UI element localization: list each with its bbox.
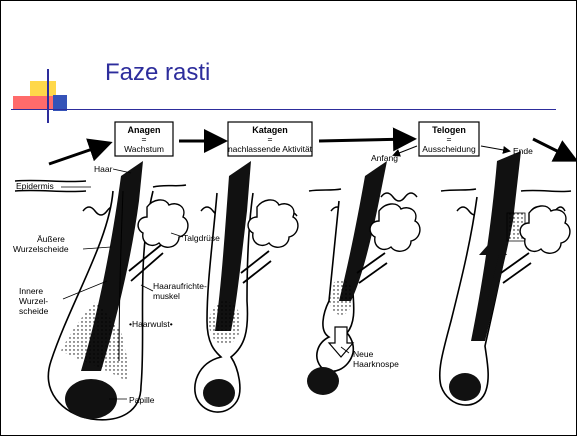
- label-aussere: Äußere: [37, 234, 65, 244]
- label-wurzel: Wurzel-: [19, 296, 48, 306]
- svg-text:=: =: [268, 134, 273, 144]
- arrow-end: [533, 139, 573, 159]
- label-epidermis: Epidermis: [16, 181, 54, 191]
- svg-text:=: =: [447, 134, 452, 144]
- arrow-start: [49, 144, 107, 164]
- phase-box-telogen: Telogen = Ausscheidung: [419, 122, 479, 156]
- phase-telogen-desc: Ausscheidung: [422, 144, 476, 154]
- papille-4: [449, 373, 481, 401]
- phase-katagen-desc: nachlassende Aktivität: [228, 144, 313, 154]
- arrow-ende: [481, 146, 509, 151]
- label-papille: Papille: [129, 395, 155, 405]
- phase-box-anagen: Anagen = Wachstum: [115, 122, 173, 156]
- label-muskel: muskel: [153, 291, 180, 301]
- follicle-katagen: [195, 161, 298, 412]
- label-haarwulst: •Haarwulst•: [129, 319, 173, 329]
- follicle-new-anagen: [440, 151, 570, 405]
- label-haar: Haar: [94, 164, 113, 174]
- label-innere: Innere: [19, 286, 43, 296]
- label-scheide: scheide: [19, 306, 49, 316]
- label-ende: Ende: [513, 146, 533, 156]
- papille-3: [307, 367, 339, 395]
- papille-2: [203, 379, 235, 407]
- phase-anagen-desc: Wachstum: [124, 144, 164, 154]
- label-neue: Neue: [353, 349, 374, 359]
- label-haaraufrichte: Haaraufrichte-: [153, 281, 207, 291]
- label-wurzelscheide: Wurzelscheide: [13, 244, 69, 254]
- label-anfang: Anfang: [371, 153, 398, 163]
- label-talgdruse: Talgdrüse: [183, 233, 220, 243]
- phase-box-katagen: Katagen = nachlassende Aktivität: [228, 122, 313, 156]
- label-haarknospe: Haarknospe: [353, 359, 399, 369]
- arrow-katagen-telogen: [319, 139, 411, 141]
- svg-text:=: =: [142, 134, 147, 144]
